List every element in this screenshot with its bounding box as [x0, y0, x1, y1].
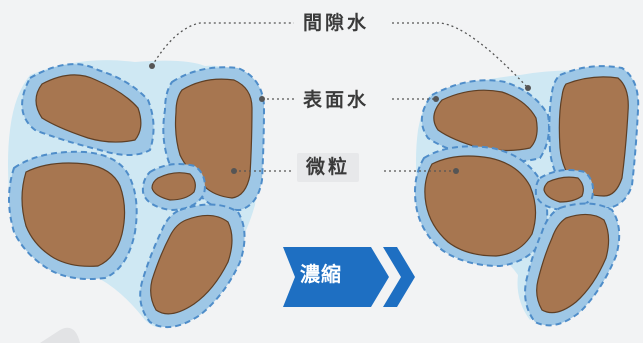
- badge-arrow-body: [283, 247, 389, 307]
- leader-interstitial-right: [392, 22, 529, 89]
- left-particle-cluster: [8, 60, 266, 329]
- left-particle-4: [151, 172, 196, 201]
- right-particle-1: [433, 89, 538, 152]
- dot-surface-left: [259, 96, 265, 102]
- label-surface-water: 表面水: [297, 87, 376, 114]
- concentration-arrow-badge: [283, 247, 415, 307]
- leader-interstitial-left: [151, 22, 294, 67]
- right-particle-3: [424, 155, 537, 257]
- dot-particle-left: [231, 168, 237, 174]
- right-particle-5: [536, 213, 610, 314]
- label-particle: 微粒: [297, 153, 360, 182]
- leader-lines: [151, 22, 529, 172]
- left-particle-3: [21, 162, 126, 267]
- dot-interstitial-left: [149, 63, 155, 69]
- right-particle-4: [543, 176, 584, 203]
- chevron-right-icon: [383, 247, 415, 307]
- dot-surface-right: [433, 96, 439, 102]
- background-shape: [40, 327, 80, 343]
- right-particle-cluster: [414, 65, 640, 327]
- left-particle-1: [35, 74, 142, 143]
- dot-particle-right: [453, 168, 459, 174]
- dot-interstitial-right: [525, 85, 531, 91]
- left-particle-5: [150, 214, 233, 315]
- label-interstitial-water: 間隙水: [297, 10, 376, 37]
- badge-label: 濃縮: [300, 262, 342, 286]
- leader-dots: [149, 63, 531, 174]
- right-particle-2: [558, 76, 629, 197]
